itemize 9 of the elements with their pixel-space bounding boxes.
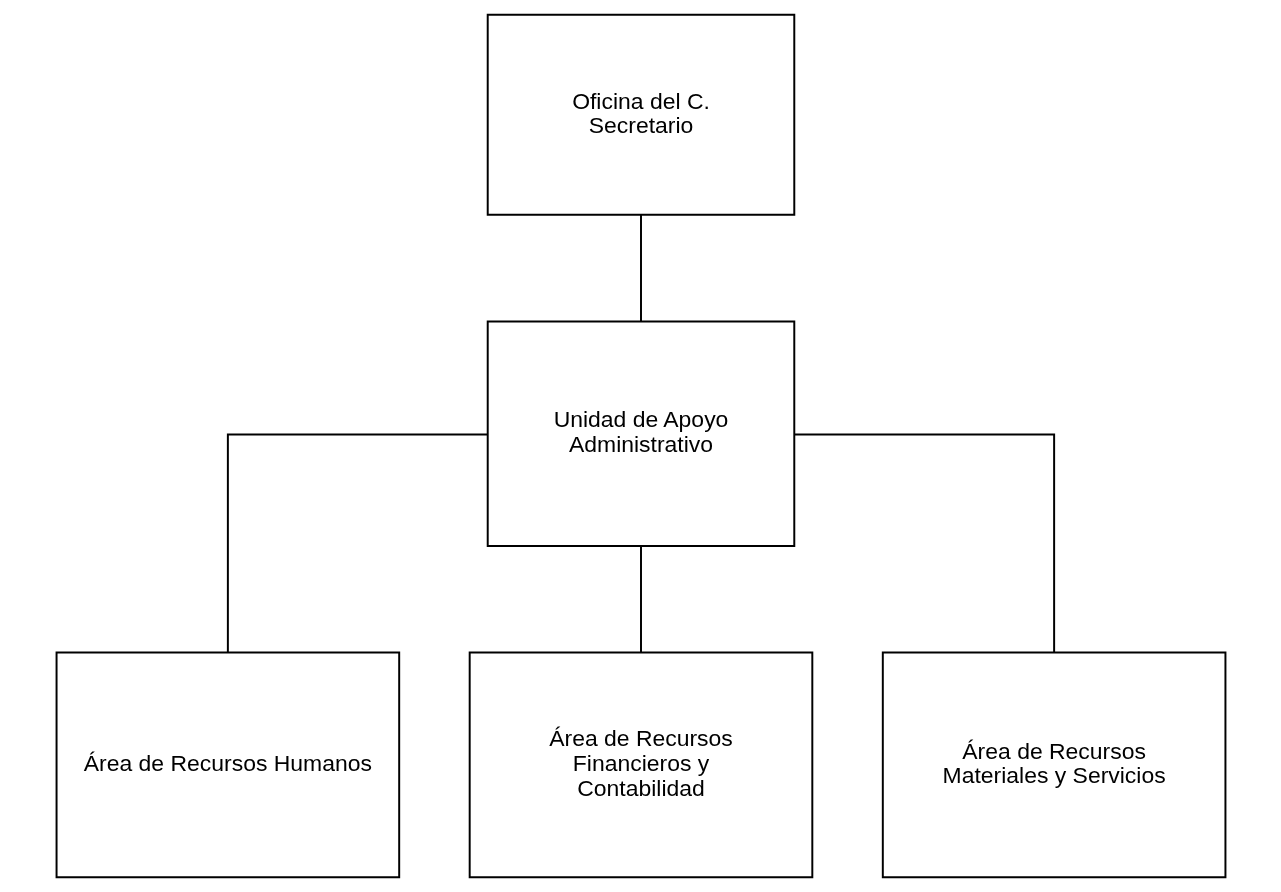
node-box: Área de Recursos Materiales y Servicios — [881, 651, 1226, 879]
connector — [639, 213, 642, 323]
node-box: Área de Recursos Humanos — [55, 651, 400, 879]
connector — [793, 433, 1055, 654]
node-box: Área de Recursos Financieros y Contabilidad — [468, 651, 813, 879]
node-box: Unidad de Apoyo Administrativo — [486, 320, 795, 547]
connector — [639, 545, 642, 654]
node-box: Oficina del C. Secretario — [486, 13, 795, 216]
connector — [226, 433, 488, 654]
